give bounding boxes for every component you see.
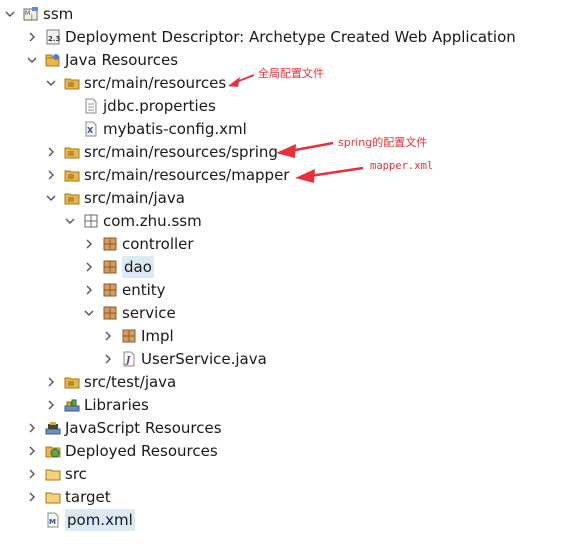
tree-node-label: entity [122,281,166,299]
source-folder-icon [64,75,80,91]
tree-node-label: mybatis-config.xml [103,120,247,138]
chevron-down-icon[interactable] [45,77,57,89]
tree-node-label: target [65,488,111,506]
tree-node-controller[interactable]: controller [83,233,194,255]
tree-node-src-test-java[interactable]: src/test/java [45,371,176,393]
chevron-right-icon[interactable] [26,31,38,43]
folder-icon [45,489,61,505]
tree-node-label: Java Resources [65,51,179,69]
svg-text:2.3: 2.3 [48,35,61,43]
tree-node-dao[interactable]: dao [83,256,154,278]
source-folder-icon [64,374,80,390]
chevron-right-icon[interactable] [83,261,95,273]
chevron-right-icon[interactable] [26,445,38,457]
tree-node-label: Libraries [84,396,149,414]
chevron-right-icon[interactable] [102,330,114,342]
java-resources-icon [45,52,61,68]
source-folder-icon [64,144,80,160]
package-icon [102,282,118,298]
chevron-right-icon[interactable] [45,376,57,388]
svg-text:J: J [124,356,131,366]
tree-node-package-root[interactable]: com.zhu.ssm [64,210,202,232]
tree-node-mybatis-config[interactable]: X mybatis-config.xml [83,118,247,140]
javascript-resources-icon [45,420,61,436]
java-interface-file-icon: J [121,351,137,367]
tree-node-src-main-resources-mapper[interactable]: src/main/resources/mapper [45,164,289,186]
package-icon [121,328,137,344]
source-folder-icon [64,167,80,183]
package-icon [102,259,118,275]
chevron-down-icon[interactable] [4,8,16,20]
annotation-spring-config: spring的配置文件 [338,136,428,149]
tree-node-user-service[interactable]: J UserService.java [102,348,267,370]
chevron-right-icon[interactable] [26,468,38,480]
chevron-down-icon[interactable] [26,54,38,66]
deployment-descriptor-icon: 2.3 [45,29,61,45]
package-icon [102,236,118,252]
chevron-right-icon[interactable] [83,284,95,296]
properties-file-icon [83,98,99,114]
folder-icon [45,466,61,482]
tree-node-src-main-java[interactable]: src/main/java [45,187,185,209]
tree-node-src-main-resources[interactable]: src/main/resources [45,72,226,94]
tree-node-label: Deployed Resources [65,442,218,460]
tree-node-label: src/test/java [84,373,177,391]
svg-text:J: J [30,14,33,21]
svg-text:M: M [49,518,56,526]
chevron-down-icon[interactable] [83,307,95,319]
tree-node-javascript-resources[interactable]: JavaScript Resources [26,417,222,439]
xml-file-icon: X [83,121,99,137]
tree-node-label: pom.xml [65,509,135,531]
tree-node-jdbc-properties[interactable]: jdbc.properties [83,95,216,117]
chevron-right-icon[interactable] [26,491,38,503]
chevron-right-icon[interactable] [45,169,57,181]
tree-node-java-resources[interactable]: Java Resources [26,49,178,71]
package-icon [102,305,118,321]
tree-node-deployment-descriptor[interactable]: 2.3 Deployment Descriptor: Archetype Cre… [26,26,516,48]
tree-node-impl[interactable]: Impl [102,325,174,347]
tree-node-target[interactable]: target [26,486,111,508]
maven-pom-file-icon: M [45,512,61,528]
chevron-down-icon[interactable] [45,192,57,204]
maven-project-icon: M J [23,6,39,22]
chevron-right-icon[interactable] [26,422,38,434]
source-folder-icon [64,190,80,206]
package-icon [83,213,99,229]
tree-node-label: JavaScript Resources [65,419,222,437]
tree-node-label: ssm [43,5,74,23]
tree-node-label: com.zhu.ssm [103,212,202,230]
tree-node-deployed-resources[interactable]: Deployed Resources [26,440,218,462]
tree-node-pom[interactable]: M pom.xml [45,509,135,531]
tree-node-label: src/main/resources [84,74,227,92]
chevron-right-icon[interactable] [45,399,57,411]
tree-node-label: src/main/resources/spring [84,143,278,161]
tree-node-label: service [122,304,176,322]
tree-node-label: Deployment Descriptor: Archetype Created… [65,28,516,46]
chevron-down-icon[interactable] [64,215,76,227]
svg-text:X: X [87,126,94,135]
annotation-mapper-xml: mapper.xml [370,160,434,172]
tree-node-libraries[interactable]: Libraries [45,394,149,416]
chevron-right-icon[interactable] [83,238,95,250]
tree-node-entity[interactable]: entity [83,279,166,301]
tree-node-label: jdbc.properties [103,97,216,115]
tree-node-service[interactable]: service [83,302,176,324]
tree-node-label: controller [122,235,194,253]
tree-node-ssm[interactable]: M J ssm [4,3,73,25]
libraries-icon [64,397,80,413]
tree-node-label: UserService.java [141,350,267,368]
chevron-right-icon[interactable] [45,146,57,158]
deployed-resources-icon [45,443,61,459]
tree-node-label: Impl [141,327,174,345]
tree-node-label: src [65,465,87,483]
annotation-global-config: 全局配置文件 [258,67,324,80]
tree-node-src-main-resources-spring[interactable]: src/main/resources/spring [45,141,278,163]
tree-node-src[interactable]: src [26,463,87,485]
svg-text:M: M [25,10,30,17]
tree-node-label: src/main/resources/mapper [84,166,290,184]
tree-node-label: src/main/java [84,189,185,207]
chevron-right-icon[interactable] [102,353,114,365]
tree-node-label: dao [122,256,154,278]
